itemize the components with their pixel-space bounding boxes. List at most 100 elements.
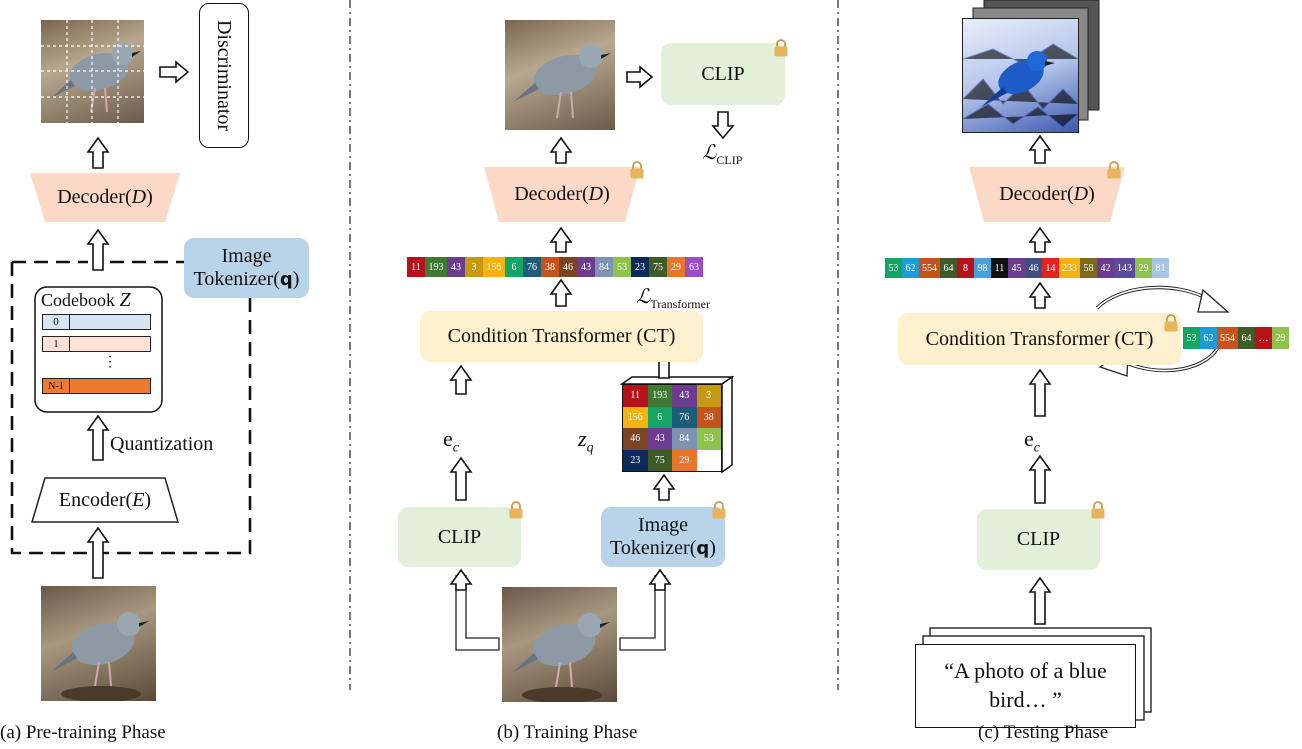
zq-cell: 29 <box>672 449 697 471</box>
lock-icon <box>1106 160 1122 185</box>
discriminator-label: Discriminator <box>213 19 236 132</box>
token: 53 <box>885 258 902 278</box>
caption-c: (c) Testing Phase <box>978 722 1109 743</box>
condition-transformer-c: Condition Transformer (CT) <box>898 313 1181 365</box>
discriminator-box: Discriminator <box>199 3 249 148</box>
token: 38 <box>541 257 559 277</box>
zq-cell: 6 <box>647 406 672 428</box>
hollow-arrow-icon <box>86 414 110 461</box>
blue-bird-photo <box>962 18 1079 133</box>
token: 76 <box>523 257 541 277</box>
hollow-arrow-icon <box>449 456 473 501</box>
decoder-label: Decoder( <box>57 186 132 208</box>
token: 29 <box>667 257 685 277</box>
decoder-shape <box>969 167 1125 222</box>
bird-photo <box>41 586 156 701</box>
decoder-b: Decoder(D) <box>514 183 610 205</box>
decoder-shape <box>484 167 640 222</box>
lock-icon <box>629 160 645 185</box>
ec-label: ec <box>443 426 459 456</box>
token: 43 <box>577 257 595 277</box>
hollow-arrow-icon <box>626 65 654 89</box>
token: 43 <box>447 257 465 277</box>
ec-label: ec <box>1024 426 1040 456</box>
token: 8 <box>957 258 974 278</box>
token: 46 <box>1025 258 1042 278</box>
token: 98 <box>974 258 991 278</box>
token: 53 <box>1183 327 1200 349</box>
prompt-line1: “A photo of a blue <box>944 658 1107 684</box>
token: 143 <box>1114 258 1135 278</box>
zq-cell: 76 <box>672 406 697 428</box>
token: 42 <box>1097 258 1114 278</box>
hollow-arrow-icon <box>1028 368 1052 417</box>
image-tokenizer-a: Image Tokenizer(q) <box>184 238 309 298</box>
decoder-c: Decoder(D) <box>999 183 1095 205</box>
token: … <box>1255 327 1272 349</box>
token: 23 <box>631 257 649 277</box>
hollow-arrow-icon <box>549 136 573 164</box>
hollow-arrow-icon <box>1028 226 1052 253</box>
hollow-arrow-icon <box>711 111 735 140</box>
decoder-a: Decoder(D) <box>57 186 153 208</box>
zq-cell: 46 <box>623 428 648 450</box>
token: 193 <box>425 257 447 277</box>
zq-cell: 75 <box>647 449 672 471</box>
hollow-arrow-icon <box>159 60 190 84</box>
condition-transformer-b: Condition Transformer (CT) <box>420 311 703 362</box>
prompt-line2: bird… ” <box>989 687 1062 712</box>
codebook-row: N-1 <box>42 378 151 394</box>
codebook-title: Codebook Z <box>41 289 131 311</box>
decoder-shape <box>30 173 180 222</box>
bird-photo <box>502 587 617 702</box>
encoder-label: Encoder( <box>58 488 133 511</box>
clip-box-c: CLIP <box>977 509 1100 570</box>
zq-cell: 43 <box>647 428 672 450</box>
token: 233 <box>1059 258 1080 278</box>
image-tokenizer-b: Image Tokenizer(q) <box>601 507 725 567</box>
token: 156 <box>483 257 505 277</box>
clip-box-top: CLIP <box>661 43 785 105</box>
clip-box-bottom: CLIP <box>398 507 521 567</box>
token: 46 <box>559 257 577 277</box>
token: 64 <box>1238 327 1255 349</box>
hollow-arrow-icon <box>1028 454 1052 504</box>
hollow-arrow-icon <box>86 136 110 169</box>
zq-cell: 53 <box>696 428 721 450</box>
quantization-label: Quantization <box>110 433 214 455</box>
hollow-arrow-icon <box>1028 134 1052 164</box>
lock-icon <box>773 38 789 63</box>
zq-cell: 156 <box>623 406 648 428</box>
token: 63 <box>685 257 703 277</box>
token: 29 <box>1272 327 1289 349</box>
encoder-shape <box>30 477 180 523</box>
hollow-arrow-icon <box>652 473 676 501</box>
zq-cell: 43 <box>672 385 697 407</box>
tokenizer-line1: Image <box>221 245 272 267</box>
encoder-a: Encoder(E) <box>58 488 152 511</box>
token: 14 <box>1042 258 1059 278</box>
zq-cell: 193 <box>647 385 672 407</box>
zq-cell: 11 <box>623 385 648 407</box>
zq-cell: 38 <box>696 406 721 428</box>
codebook-dots: ⋮ <box>103 355 117 370</box>
token: 53 <box>613 257 631 277</box>
token: 75 <box>649 257 667 277</box>
caption-a: (a) Pre-training Phase <box>0 722 166 743</box>
hollow-arrow-icon <box>449 568 473 591</box>
token: 64 <box>940 258 957 278</box>
token: 3 <box>465 257 483 277</box>
zq-label: zq <box>578 426 594 456</box>
token: 6 <box>505 257 523 277</box>
codebook-row: 0 <box>42 314 151 330</box>
lock-icon <box>1090 500 1106 525</box>
hollow-arrow-icon <box>648 568 672 591</box>
lock-icon <box>1163 313 1179 338</box>
codebook-row: 1 <box>42 336 151 352</box>
token: 62 <box>1200 327 1217 349</box>
hollow-arrow-icon <box>1028 281 1052 309</box>
